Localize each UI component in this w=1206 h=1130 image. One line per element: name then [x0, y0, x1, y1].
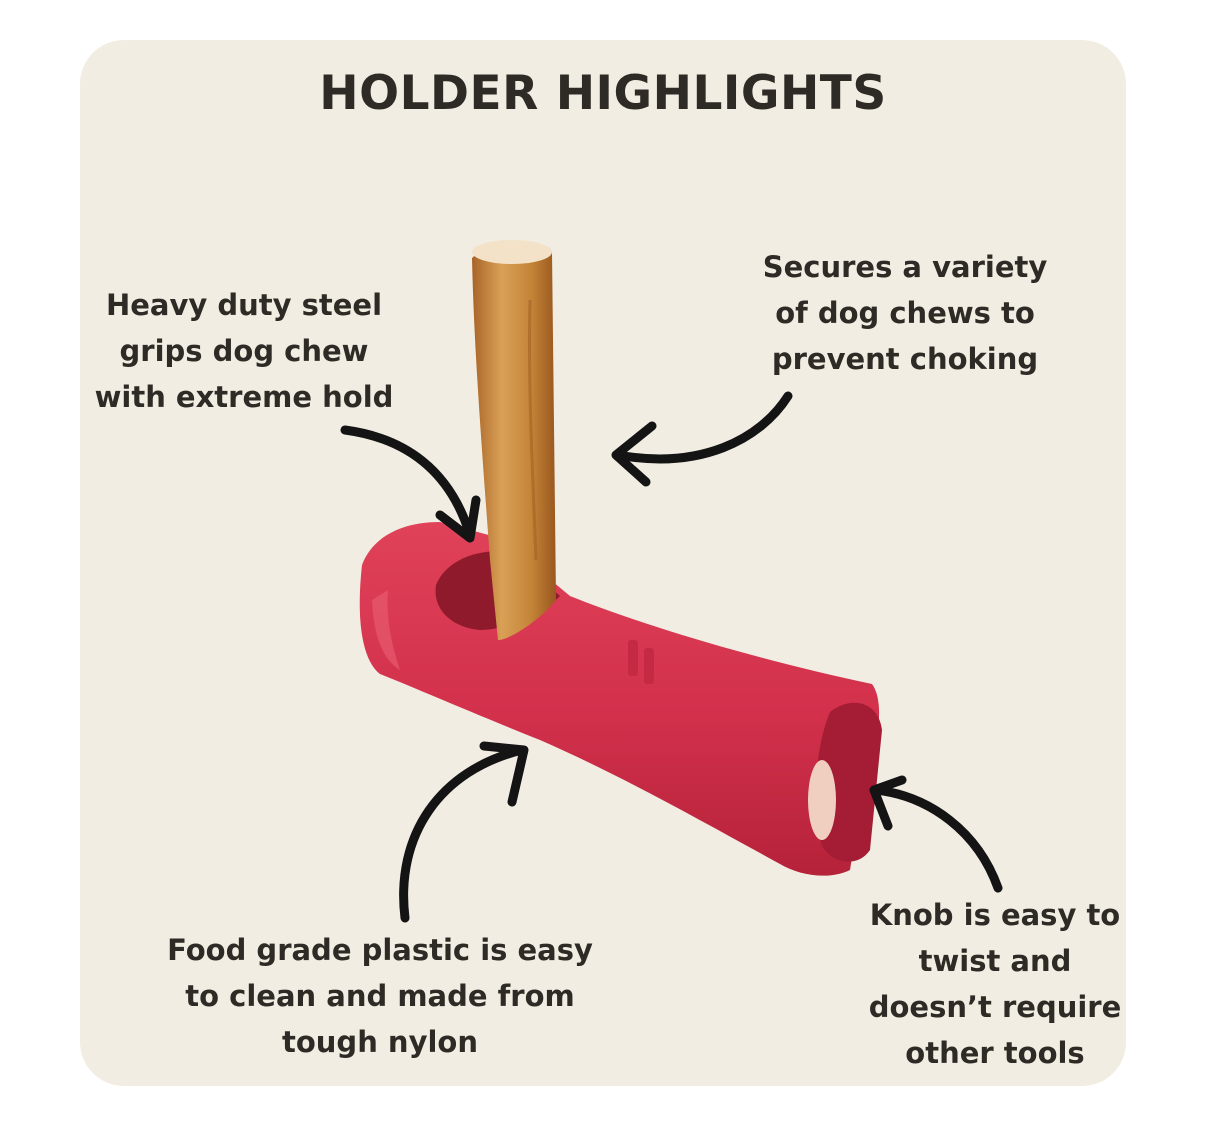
callout-line: of dog chews to: [775, 296, 1035, 330]
callout-line: grips dog chew: [119, 334, 369, 368]
callout-line: to clean and made from: [185, 979, 575, 1013]
holder-body: [359, 522, 880, 876]
bully-stick: [472, 240, 556, 640]
chew-holder: [359, 522, 882, 876]
chew-stick-texture: [527, 299, 538, 561]
callout-line: Food grade plastic is easy: [167, 933, 593, 967]
chew-stick-end: [472, 240, 552, 264]
arrow-knob: [871, 785, 1003, 893]
callout-line: with extreme hold: [94, 380, 394, 414]
callout-arrows: [340, 391, 1003, 923]
arrowhead-icon: [435, 495, 481, 543]
logo-emboss: [644, 648, 654, 684]
highlights-card: [80, 40, 1126, 1086]
knob-cap: [808, 760, 836, 840]
page-title: HOLDER HIGHLIGHTS: [319, 66, 887, 121]
callout-line: Heavy duty steel: [105, 288, 383, 322]
callout-food-grade-plastic: Food grade plastic is easy to clean and …: [150, 927, 610, 1065]
arrow-food-grade-plastic: [399, 745, 527, 923]
callout-steel-grip: Heavy duty steel grips dog chew with ext…: [84, 282, 404, 420]
callout-line: other tools: [905, 1036, 1085, 1070]
callout-line: tough nylon: [282, 1025, 478, 1059]
arrow-steel-grip: [340, 425, 475, 540]
arrowhead-icon: [869, 775, 907, 831]
holder-highlight: [372, 590, 400, 670]
arrowhead-icon: [479, 741, 529, 807]
arrowhead-icon: [611, 421, 657, 487]
callout-secures-chews: Secures a variety of dog chews to preven…: [745, 244, 1065, 382]
arrow-secures-chews: [613, 391, 793, 464]
logo-emboss: [628, 640, 638, 676]
callout-line: Knob is easy to: [869, 898, 1121, 932]
callout-line: twist and: [918, 944, 1072, 978]
callout-line: Secures a variety: [762, 250, 1048, 284]
callout-line: doesn’t require: [868, 990, 1122, 1024]
callout-knob: Knob is easy to twist and doesn’t requir…: [855, 892, 1135, 1076]
callout-line: prevent choking: [771, 342, 1039, 376]
